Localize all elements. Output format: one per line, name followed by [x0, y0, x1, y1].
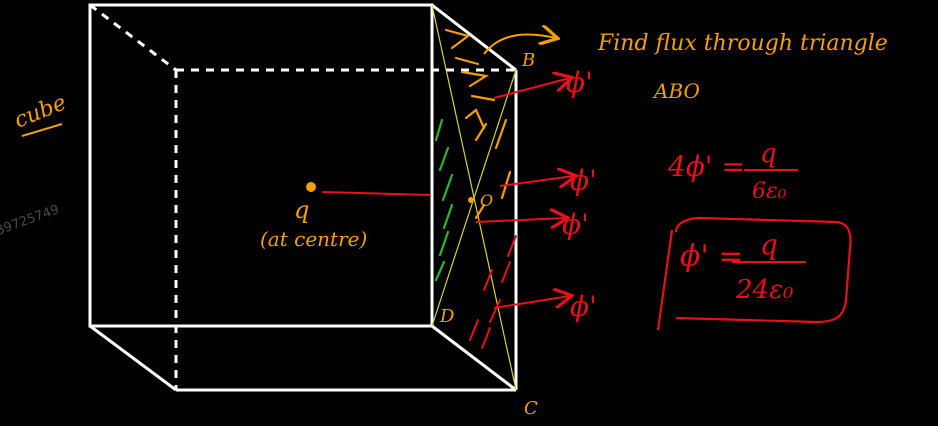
cube-front-face — [88, 3, 434, 328]
center-o-label: O — [480, 191, 493, 210]
eq2-lhs: ϕ' = — [680, 239, 743, 274]
red-hatching — [469, 235, 517, 349]
question-text-line2: ABO — [652, 79, 700, 103]
charge-to-face-line — [321, 191, 431, 196]
green-hatching — [434, 118, 454, 282]
charge-note: (at centre) — [260, 227, 367, 251]
question-arrow — [483, 35, 556, 55]
cube-label: cube — [11, 90, 70, 133]
orange-hatching — [444, 28, 512, 220]
cube-label-underline — [21, 123, 63, 137]
phi-top-label: ϕ' — [566, 66, 593, 99]
eq2-denominator: 24ε₀ — [735, 275, 794, 305]
charge-dot — [306, 182, 316, 192]
answer-box — [674, 216, 852, 324]
charge-symbol: q — [294, 196, 309, 224]
vertex-c-label: C — [524, 398, 538, 419]
center-o-dot — [468, 197, 474, 203]
watermark: 939725749 — [0, 202, 61, 242]
answer-box-left-stroke — [656, 229, 674, 331]
eq1-lhs: 4ϕ' = — [667, 150, 745, 183]
cube-connecting-edges — [89, 3, 517, 392]
vertex-d-label: D — [439, 306, 455, 327]
right-face-diagonals — [431, 4, 517, 391]
flux-arrows — [475, 78, 574, 309]
eq1-numerator: q — [760, 139, 777, 169]
vertex-b-label: B — [521, 50, 535, 71]
phi-bottom-label: ϕ' — [570, 290, 597, 323]
eq1-denominator: 6ε₀ — [752, 179, 787, 204]
eq2-numerator: q — [760, 228, 778, 261]
cube-back-face — [174, 68, 518, 392]
phi-right-label: ϕ' — [562, 208, 589, 241]
question-text: Find flux through triangle — [597, 31, 888, 56]
phi-mid-label: ϕ' — [570, 164, 597, 197]
